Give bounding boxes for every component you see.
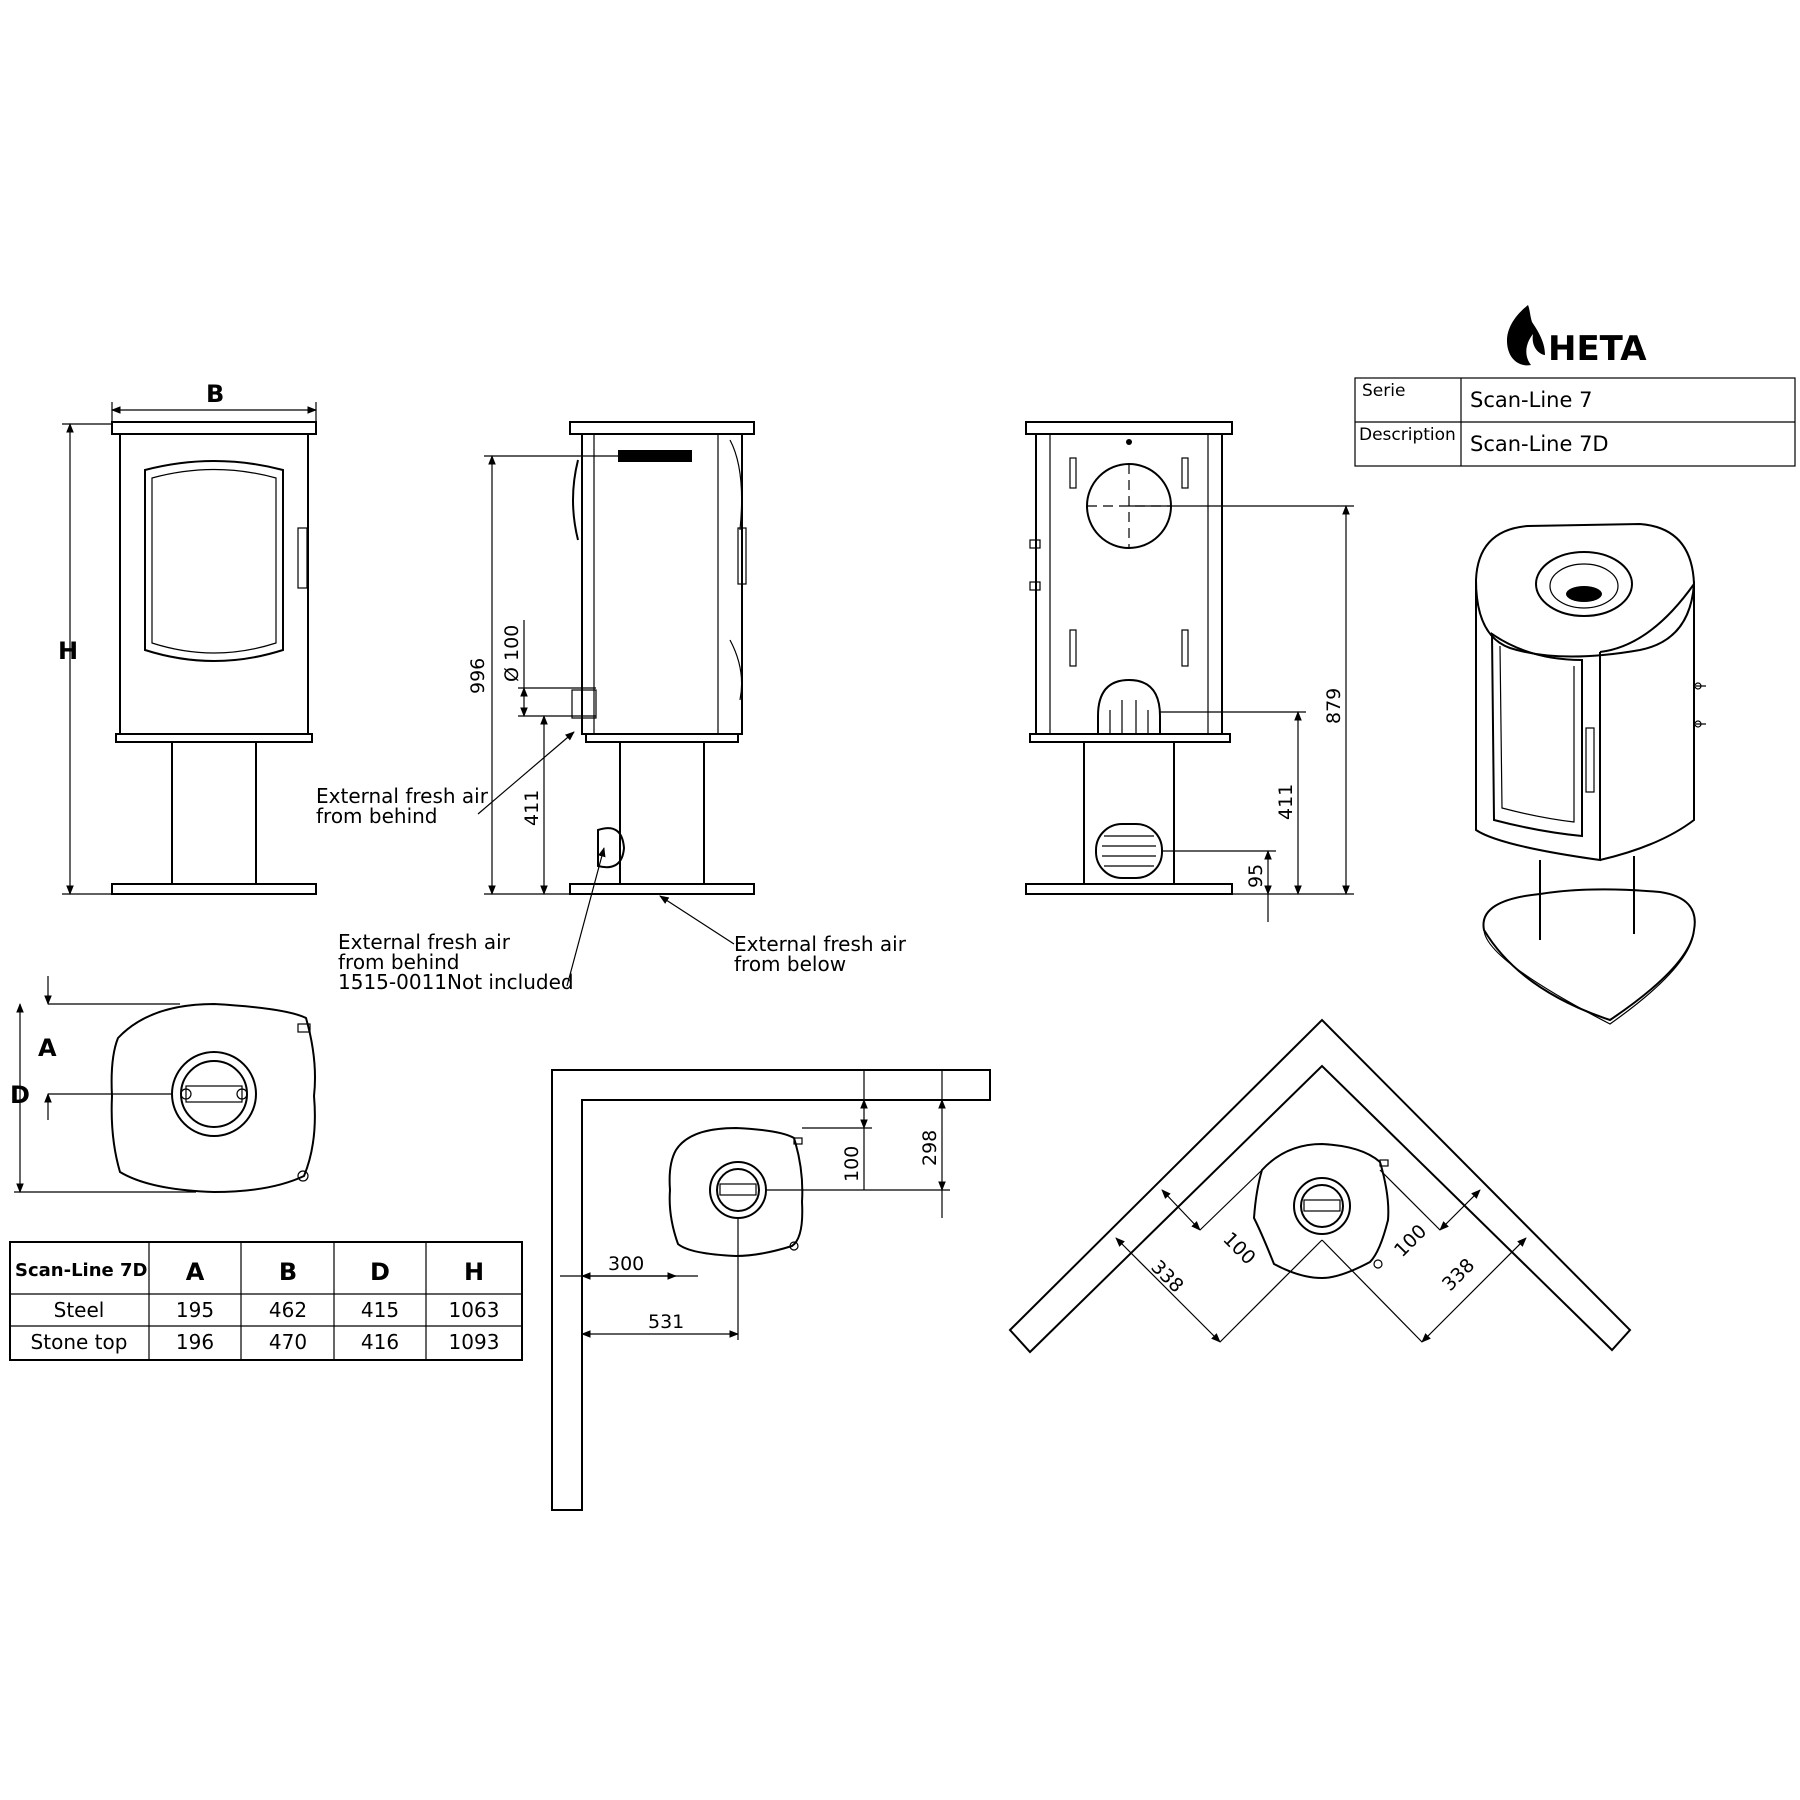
back-flue-height-dim: 879 [1323,688,1345,724]
corner-right-338-dim: 338 [1438,1254,1479,1295]
back-view: 879 411 95 [1025,421,1354,922]
table-header-b: B [279,1258,297,1286]
brand-logo: HETA [1506,305,1647,369]
table-header-h: H [464,1258,484,1286]
note-line: External fresh air [316,784,489,808]
fresh-air-below-note: External fresh air from below [734,932,912,976]
corner-left-100-dim: 100 [1218,1228,1259,1269]
table-row: Stone top 196 470 416 1093 [31,1330,500,1354]
note-line: from behind [338,950,460,974]
stove-isometric-view [1474,522,1706,1025]
fresh-air-behind-note: External fresh air from behind [316,784,494,828]
description-label: Description [1359,425,1456,445]
top-view: A D [10,976,316,1194]
table-header-d: D [370,1258,390,1286]
serie-value: Scan-Line 7 [1470,388,1592,412]
fresh-air-behind-kit-note: External fresh air from behind 1515-0011… [338,930,574,994]
table-cell: 1093 [449,1330,500,1354]
wall-back-298-dim: 298 [919,1130,941,1166]
spec-table: Scan-Line 7D A B D H Steel 195 462 415 1… [9,1241,523,1361]
note-line: from behind [316,804,438,828]
back-inlet-height-dim: 411 [1275,784,1297,820]
side-height-dim: 996 [467,658,489,694]
brand-name: HETA [1548,329,1647,369]
top-view-label-d: D [10,1081,30,1109]
table-header-row: Scan-Line 7D A B D H [15,1258,484,1286]
table-cell: 462 [269,1298,307,1322]
note-line: from below [734,952,846,976]
table-cell: 196 [176,1330,214,1354]
corner-left-338-dim: 338 [1146,1256,1187,1297]
wall-clearance-plan: 300 531 100 298 [551,1069,991,1511]
table-cell: 470 [269,1330,307,1354]
serie-label: Serie [1362,381,1405,401]
back-lower-inlet-dim: 95 [1245,864,1267,888]
table-cell: 416 [361,1330,399,1354]
table-cell: Steel [54,1298,105,1322]
table-cell: 1063 [449,1298,500,1322]
side-inlet-height-dim: 411 [521,790,543,826]
corner-right-100-dim: 100 [1390,1220,1431,1261]
wall-side-531-dim: 531 [648,1311,684,1333]
top-view-label-a: A [38,1034,57,1062]
wall-side-300-dim: 300 [608,1253,644,1275]
table-header-a: A [186,1258,205,1286]
table-cell: 415 [361,1298,399,1322]
note-line: External fresh air [734,932,907,956]
front-view: B H [58,380,317,895]
wall-back-100-dim: 100 [841,1146,863,1182]
corner-clearance-plan: 100 338 100 338 [1008,1018,1632,1354]
note-line: 1515-0011Not included [338,970,574,994]
table-cell: Stone top [31,1330,128,1354]
side-view: 996 Ø 100 411 External fresh air from be… [316,421,912,994]
note-line: External fresh air [338,930,511,954]
title-block: Serie Scan-Line 7 Description Scan-Line … [1354,377,1796,467]
table-row: Steel 195 462 415 1063 [54,1298,500,1322]
side-pipe-dim: Ø 100 [501,625,523,682]
description-value: Scan-Line 7D [1470,432,1609,456]
front-height-label: H [58,637,78,665]
flame-icon [1506,305,1545,366]
front-width-label: B [206,380,224,408]
table-header-model: Scan-Line 7D [15,1260,147,1281]
table-cell: 195 [176,1298,214,1322]
